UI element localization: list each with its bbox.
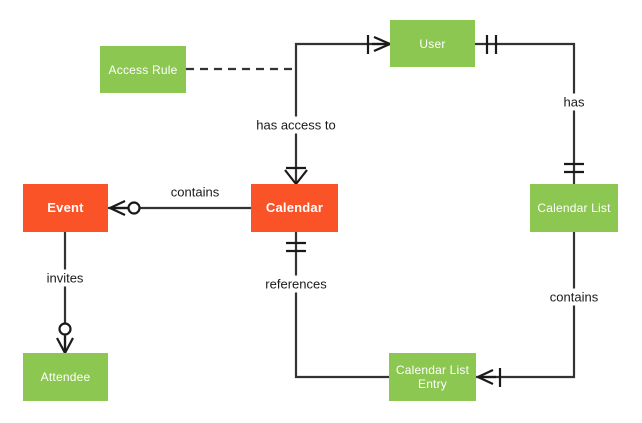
edge-calendar-list-entry-right xyxy=(476,232,576,379)
entity-attendee[interactable]: Attendee xyxy=(23,353,108,401)
entity-event[interactable]: Event xyxy=(23,184,108,232)
label-text: has xyxy=(563,94,585,110)
relationship-label-has: has xyxy=(560,93,588,111)
relationship-label-invites: invites xyxy=(43,269,87,287)
label-text: contains xyxy=(549,289,599,305)
cardinality-calendar-list-top-one-one xyxy=(564,162,584,174)
entity-label: Calendar xyxy=(265,200,324,215)
cardinality-user-right-one-one xyxy=(485,35,498,54)
edge-calendar-user xyxy=(294,42,390,184)
cardinality-calendar-top-one-many xyxy=(284,166,308,185)
cardinality-calendar-bottom-one-one xyxy=(286,241,306,253)
cardinality-cle-right-many-one xyxy=(477,368,502,387)
label-text: contains xyxy=(170,184,220,200)
entity-access-rule[interactable]: Access Rule xyxy=(100,46,186,93)
relationship-label-contains-event-calendar: contains xyxy=(167,183,223,201)
edge-user-calendar-list xyxy=(475,42,576,184)
relationship-label-has-access-to: has access to xyxy=(253,116,339,134)
entity-label: Attendee xyxy=(40,370,91,384)
label-text: has access to xyxy=(256,117,336,133)
entity-label: User xyxy=(419,36,446,51)
entity-calendar[interactable]: Calendar xyxy=(251,184,338,232)
entity-user[interactable]: User xyxy=(390,20,475,67)
cardinality-attendee-top-zero-many xyxy=(56,322,74,354)
entity-label: Calendar List xyxy=(537,201,611,215)
entity-label: Calendar List Entry xyxy=(395,363,470,391)
entity-calendar-list[interactable]: Calendar List xyxy=(530,184,618,232)
label-text: invites xyxy=(46,270,84,286)
entity-calendar-list-entry[interactable]: Calendar List Entry xyxy=(389,353,476,401)
relationship-label-references: references xyxy=(262,275,330,293)
cardinality-event-right-zero-many xyxy=(109,200,141,216)
entity-label: Event xyxy=(47,200,84,215)
edge-calendar-list-entry xyxy=(294,232,389,379)
cardinality-user-left-one-many xyxy=(366,35,391,54)
relationship-label-contains-calendar-list: contains xyxy=(546,288,602,306)
label-text: references xyxy=(265,276,327,292)
entity-label: Access Rule xyxy=(108,62,178,77)
